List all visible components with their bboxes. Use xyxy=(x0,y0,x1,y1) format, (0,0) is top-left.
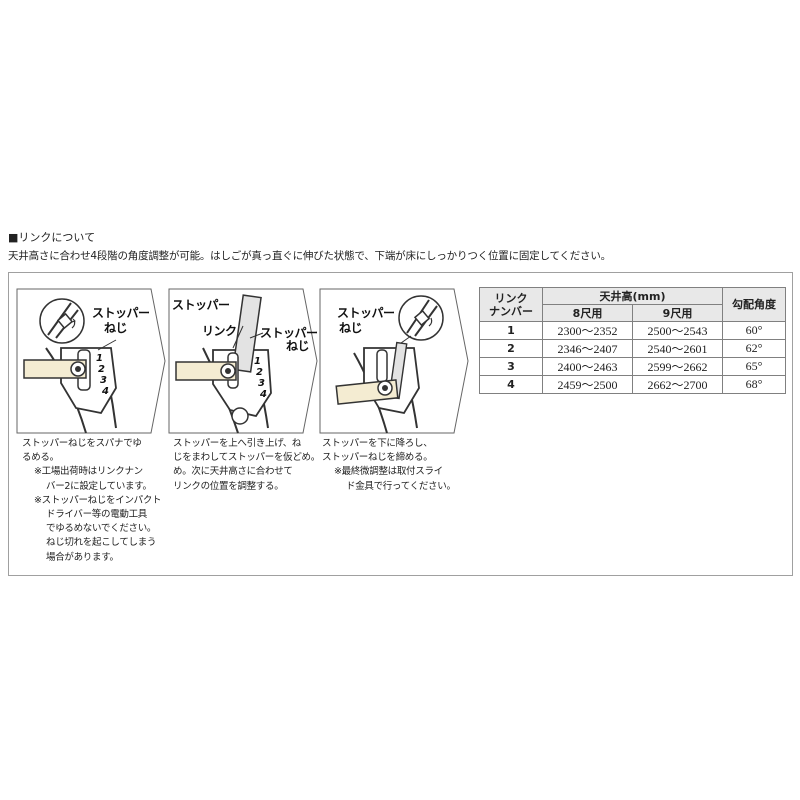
header-ceiling-height: 天井高(mm) xyxy=(542,287,723,305)
label-screw: ねじ xyxy=(286,339,310,353)
label-screw: ねじ xyxy=(339,321,363,335)
step-2-text: ストッパーを上へ引き上げ、ね じをまわしてストッパーを仮どめ。 め。次に天井高さ… xyxy=(173,438,320,492)
step-3-drawing xyxy=(319,288,469,434)
section-title: ■リンクについて xyxy=(8,231,96,244)
label-stopper: ストッパー xyxy=(172,298,230,312)
header-9shaku: 9尺用 xyxy=(632,304,723,322)
header-8shaku: 8尺用 xyxy=(542,304,633,322)
step-3-text: ストッパーを下に降ろし、 ストッパーねじを締める。 ※最終微調整は取付スライ ド… xyxy=(322,438,456,492)
label-screw: ねじ xyxy=(104,321,128,335)
step-1-text: ストッパーねじをスパナでゆ るめる。 ※工場出荷時はリンクナン バー2に設定して… xyxy=(22,438,162,563)
label-stopper: ストッパー xyxy=(92,306,150,320)
intro-text: 天井高さに合わせ4段階の角度調整が可能。はしごが真っ直ぐに伸びた状態で、下端が床… xyxy=(8,250,611,262)
step-2-drawing xyxy=(168,288,318,434)
label-stopper-2: ストッパー xyxy=(260,326,318,340)
header-angle: 勾配角度 xyxy=(722,287,786,322)
step-3-illustration: ストッパー ねじ xyxy=(319,288,469,434)
header-link-number: リンクナンバー xyxy=(479,287,543,322)
step-1-drawing xyxy=(16,288,166,434)
label-link: リンク xyxy=(202,324,237,338)
label-stopper: ストッパー xyxy=(337,306,395,320)
